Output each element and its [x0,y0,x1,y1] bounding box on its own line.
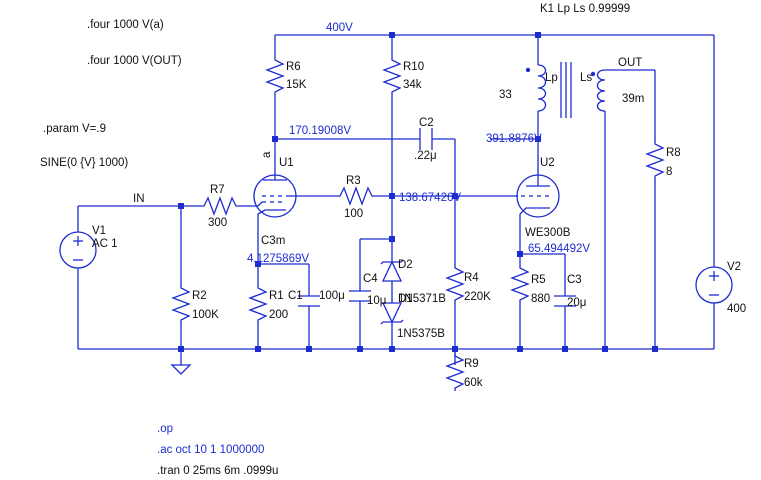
r5-value: 880 [531,293,550,305]
d1-value: 1N5371B [398,293,446,305]
r10-value: 34k [403,79,422,91]
r4-value: 220K [464,291,491,303]
capacitor-c3-symbol[interactable] [554,295,576,307]
r8-name: R8 [666,147,681,159]
directive-four-out: .four 1000 V(OUT) [87,55,182,67]
voltage-u2-plate: 391.8876V [486,133,542,145]
resistor-r10-symbol[interactable] [382,55,402,93]
capacitor-c1-symbol[interactable] [298,295,320,307]
ground-icon [170,364,192,375]
voltage-grid-u2: 138.67426V [399,192,461,204]
directive-four-a: .four 1000 V(a) [87,19,164,31]
source-sine-spec: SINE(0 {V} 1000) [40,157,128,169]
d1-name: D1 [398,293,413,305]
c4-name: C4 [363,273,378,285]
r6-name: R6 [286,61,301,73]
resistor-r3-symbol[interactable] [336,186,374,206]
capacitor-c4-symbol[interactable] [349,290,371,302]
net-label-in: IN [133,193,145,205]
net-label-out: OUT [618,57,642,69]
c3-value: 20μ [567,297,586,309]
u1-value: C3m [261,235,285,247]
v1-name: V1 [92,225,106,237]
r7-value: 300 [208,217,227,229]
d2-name: D2 [398,259,413,271]
u2-name: U2 [540,157,555,169]
source-v1-symbol[interactable] [59,231,97,269]
u1-name: U1 [279,157,294,169]
lp-value: 33 [499,89,512,101]
r1-name: R1 [269,290,284,302]
resistor-r6-symbol[interactable] [265,55,285,93]
u2-value: WE300B [525,227,571,239]
capacitor-c2-symbol[interactable] [419,128,433,150]
net-label-a: a [261,151,273,158]
resistor-r2-symbol[interactable] [171,284,191,322]
r1-value: 200 [269,309,288,321]
directive-param: .param V=.9 [43,123,106,135]
wires [77,34,715,365]
junction-dots [178,32,658,352]
v2-value: 400 [727,303,746,315]
directive-op: .op [157,423,173,435]
directive-ac: .ac oct 10 1 1000000 [157,444,264,456]
r7-name: R7 [210,184,225,196]
r6-value: 15K [286,79,307,91]
r2-value: 100K [192,309,219,321]
c2-name: C2 [419,117,434,129]
resistor-r5-symbol[interactable] [510,264,530,302]
r9-name: R9 [464,358,479,370]
triode-u1-symbol[interactable] [253,166,297,224]
directive-tran: .tran 0 25ms 6m .0999u [157,465,278,477]
voltage-u1-cathode: 4.1275869V [247,253,309,265]
r3-name: R3 [346,175,361,187]
d2-value: 1N5375B [397,328,445,340]
resistor-r9-symbol[interactable] [445,352,465,391]
ls-name: Ls [580,72,592,84]
c1-name: C1 [288,290,303,302]
c3-name: C3 [567,274,582,286]
r3-value: 100 [344,208,363,220]
r5-name: R5 [531,274,546,286]
voltage-u2-cathode: 65.494492V [528,243,590,255]
resistor-r8-symbol[interactable] [645,140,665,180]
zener-d1-symbol[interactable] [380,302,404,325]
voltage-supply: 400V [326,22,353,34]
r4-name: R4 [464,272,479,284]
c1-value: 100μ [319,290,345,302]
r2-name: R2 [192,290,207,302]
c2-value: .22μ [414,150,437,162]
r8-value: 8 [666,166,672,178]
resistor-r4-symbol[interactable] [445,264,465,302]
lp-name: Lp [545,72,558,84]
triode-u2-symbol[interactable] [516,174,560,218]
resistor-r7-symbol[interactable] [200,196,241,216]
v2-name: V2 [727,261,741,273]
resistor-r1-symbol[interactable] [248,284,268,322]
r9-value: 60k [464,377,483,389]
v1-value: AC 1 [92,238,118,250]
ls-value: 39m [622,93,644,105]
c4-value: 10μ [367,295,386,307]
voltage-u1-plate: 170.19008V [289,125,351,137]
r10-name: R10 [403,61,424,73]
transformer-lp-ls-symbol[interactable] [525,62,606,118]
zener-d2-symbol[interactable] [380,259,404,303]
source-v2-symbol[interactable] [695,266,733,304]
directive-coupling: K1 Lp Ls 0.99999 [540,3,630,15]
